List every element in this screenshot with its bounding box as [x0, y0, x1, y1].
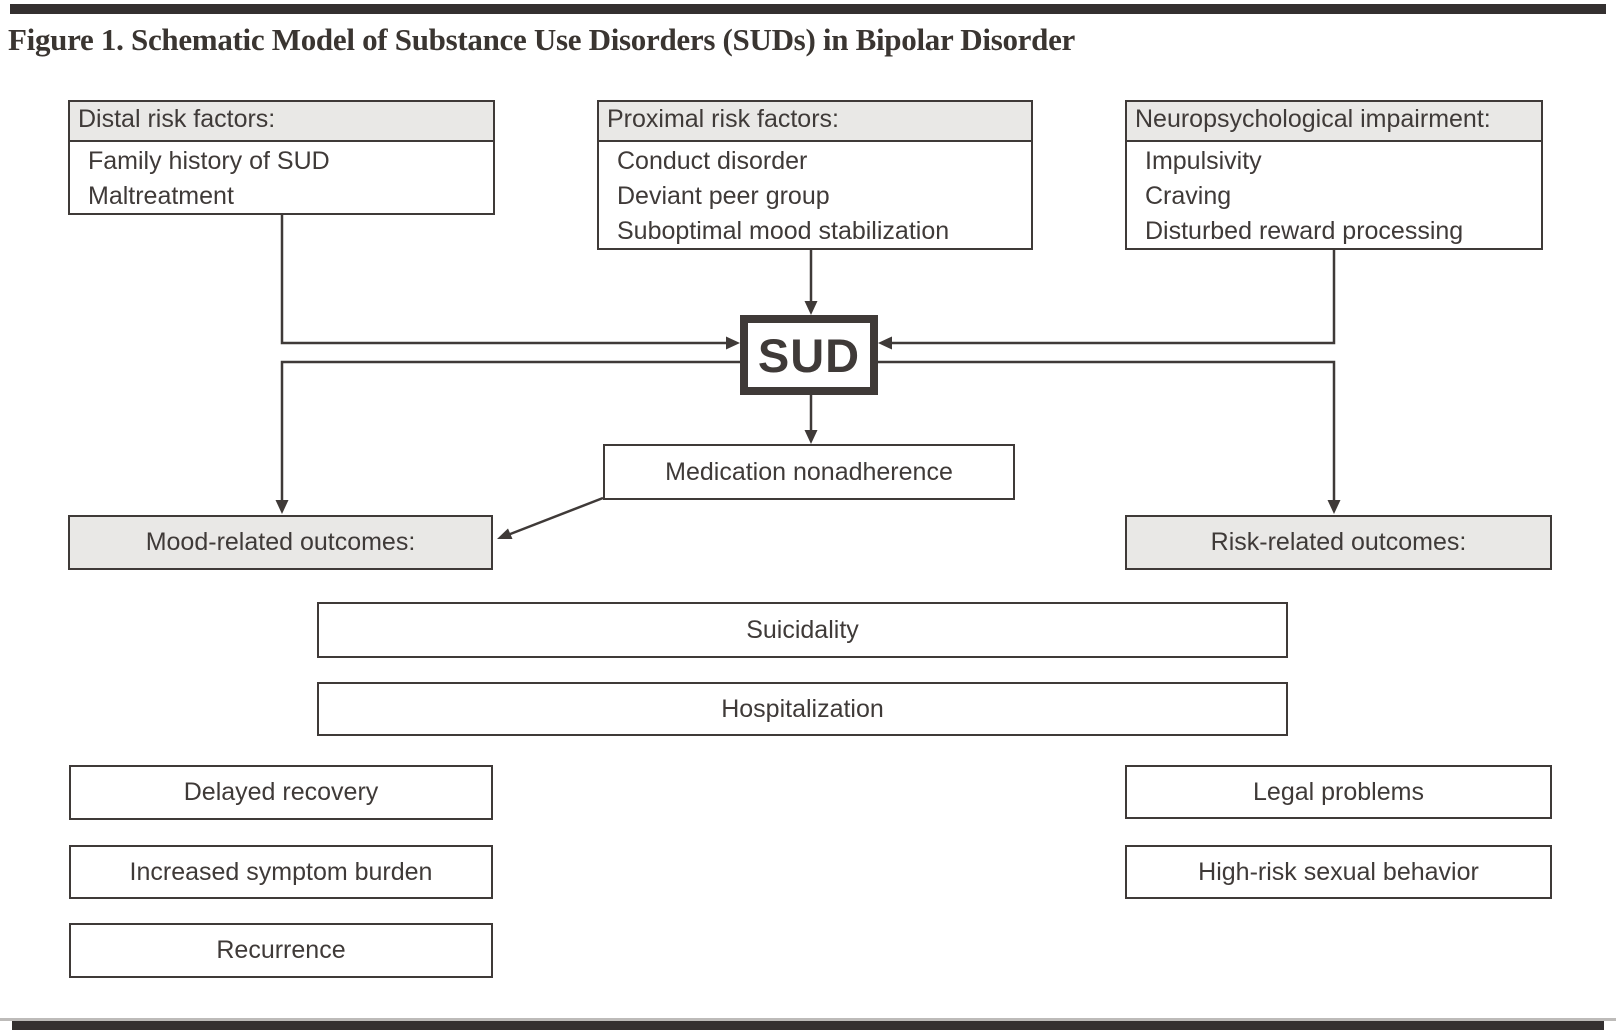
list-item: Deviant peer group [617, 181, 830, 210]
medication-nonadherence-box: Medication nonadherence [603, 444, 1015, 500]
neuropsychological-impairment-box: Neuropsychological impairment: Impulsivi… [1125, 100, 1543, 250]
distal-risk-factors-header: Distal risk factors: [70, 102, 493, 142]
bottom-rule-dark [12, 1021, 1604, 1030]
delayed-recovery-box: Delayed recovery [69, 765, 493, 820]
medication-nonadherence-label: Medication nonadherence [665, 457, 953, 486]
list-item: Impulsivity [1145, 146, 1262, 175]
recurrence-label: Recurrence [216, 936, 346, 964]
distal-risk-factors-list: Family history of SUD Maltreatment [70, 142, 493, 214]
proximal-risk-factors-list: Conduct disorder Deviant peer group Subo… [599, 142, 1031, 249]
increased-symptom-burden-box: Increased symptom burden [69, 845, 493, 899]
arrowhead-down-icon [1327, 500, 1341, 514]
risk-related-outcomes-label: Risk-related outcomes: [1210, 528, 1467, 556]
arrowhead-down-icon [804, 301, 818, 315]
arrowhead-right-icon [726, 336, 740, 350]
list-item: Suboptimal mood stabilization [617, 216, 950, 245]
sud-box: SUD [740, 315, 878, 395]
recurrence-box: Recurrence [69, 923, 493, 978]
list-item: Maltreatment [88, 181, 234, 210]
suicidality-label: Suicidality [746, 615, 859, 644]
legal-problems-label: Legal problems [1253, 777, 1424, 806]
delayed-recovery-label: Delayed recovery [183, 778, 379, 806]
sud-label: SUD [757, 328, 861, 382]
arrow-medication-to-mood [508, 496, 604, 536]
arrowhead-down-icon [275, 500, 289, 514]
mood-related-outcomes-label: Mood-related outcomes: [145, 528, 416, 556]
high-risk-sexual-behavior-label: High-risk sexual behavior [1198, 857, 1479, 886]
neuropsychological-impairment-list: Impulsivity Craving Disturbed reward pro… [1127, 142, 1541, 249]
mood-related-outcomes-box: Mood-related outcomes: [68, 515, 493, 570]
hospitalization-label: Hospitalization [721, 694, 884, 723]
list-item: Family history of SUD [88, 146, 330, 175]
distal-risk-factors-box: Distal risk factors: Family history of S… [68, 100, 495, 215]
hospitalization-box: Hospitalization [317, 682, 1288, 736]
figure-title: Figure 1. Schematic Model of Substance U… [8, 22, 1075, 57]
legal-problems-box: Legal problems [1125, 765, 1552, 819]
list-item: Disturbed reward processing [1145, 216, 1464, 245]
high-risk-sexual-behavior-box: High-risk sexual behavior [1125, 845, 1552, 899]
proximal-risk-factors-box: Proximal risk factors: Conduct disorder … [597, 100, 1033, 250]
arrowhead-diagonal-icon [497, 528, 513, 539]
suicidality-box: Suicidality [317, 602, 1288, 658]
arrow-neuro-to-sud [891, 250, 1336, 345]
neuropsychological-impairment-header: Neuropsychological impairment: [1127, 102, 1541, 142]
list-item: Craving [1145, 181, 1232, 210]
arrowhead-left-icon [878, 336, 892, 350]
list-item: Conduct disorder [617, 146, 808, 175]
bottom-rule-light [0, 1018, 1616, 1021]
arrowhead-down-icon [804, 430, 818, 444]
increased-symptom-burden-label: Increased symptom burden [129, 857, 433, 886]
top-rule [10, 4, 1606, 14]
proximal-risk-factors-header: Proximal risk factors: [599, 102, 1031, 142]
risk-related-outcomes-box: Risk-related outcomes: [1125, 515, 1552, 570]
